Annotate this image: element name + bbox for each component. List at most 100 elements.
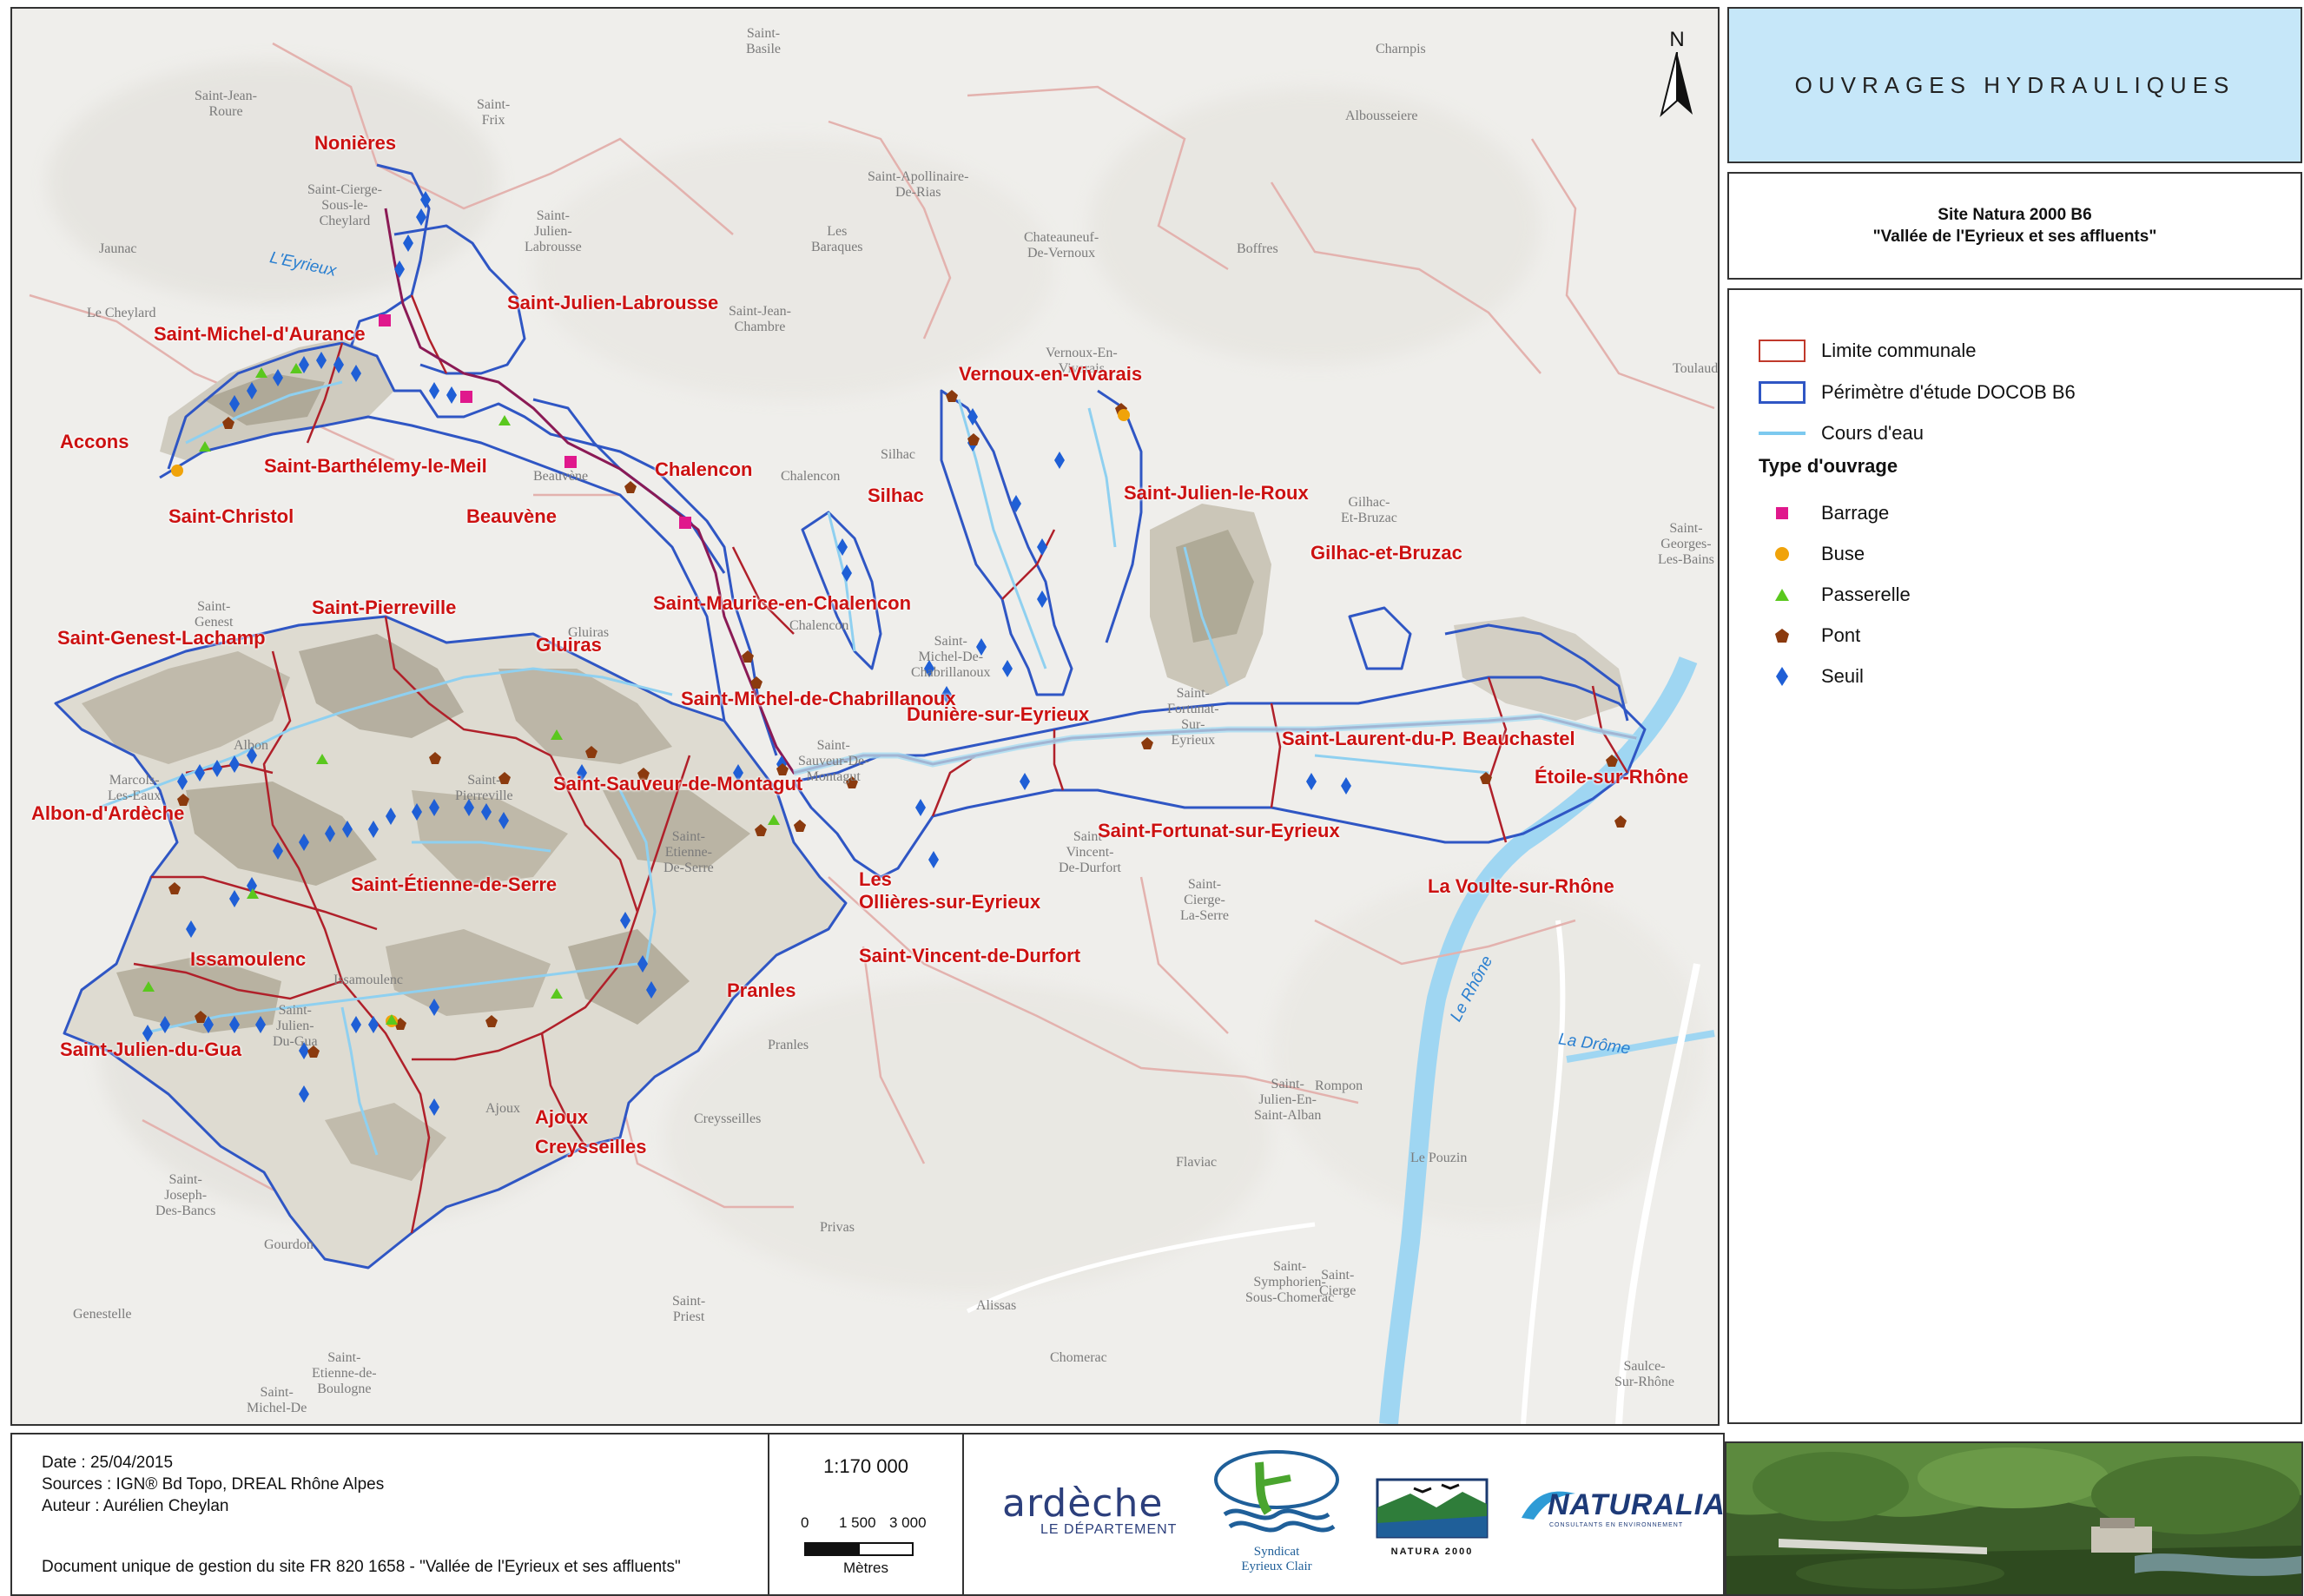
place-label: Saint-Genest bbox=[195, 599, 234, 630]
place-label: Marcols-Les-Eaux bbox=[108, 773, 162, 803]
commune-label: Saint-Julien-du-Gua bbox=[60, 1039, 241, 1060]
commune-label: Pranles bbox=[727, 979, 796, 1001]
syndicat-emblem-icon bbox=[1214, 1450, 1339, 1533]
legend-label: Barrage bbox=[1821, 502, 1890, 524]
pentagon-icon bbox=[1775, 629, 1789, 643]
legend-item-watercourse: Cours d'eau bbox=[1757, 416, 1924, 451]
place-label: Saint-Cierge-La-Serre bbox=[1180, 877, 1229, 923]
perimeter-relief bbox=[56, 339, 1627, 1268]
commune-label: Vernoux-en-Vivarais bbox=[959, 363, 1143, 385]
valley-photo bbox=[1725, 1441, 2303, 1596]
place-label: Saint-Julien-En-Saint-Alban bbox=[1254, 1077, 1322, 1123]
place-label: Gourdon bbox=[264, 1237, 314, 1252]
legend-label: Buse bbox=[1821, 543, 1865, 564]
scale-ratio: 1:170 000 bbox=[823, 1455, 908, 1477]
legend-subtitle: Type d'ouvrage bbox=[1759, 455, 1898, 477]
legend-label: Passerelle bbox=[1821, 584, 1911, 605]
commune-label: Dunière-sur-Eyrieux bbox=[907, 703, 1090, 725]
eyrieux-main bbox=[793, 713, 1637, 776]
legend-item-seuil: Seuil bbox=[1757, 659, 1864, 694]
place-label: Saint-Etienne-De-Serre bbox=[663, 829, 714, 875]
place-label: Creysseilles bbox=[694, 1111, 762, 1126]
north-arrow-letter: N bbox=[1669, 28, 1685, 51]
place-label: Saint-Pierreville bbox=[455, 773, 513, 803]
metadata-box: Date : 25/04/2015 Sources : IGN® Bd Topo… bbox=[10, 1433, 769, 1596]
commune-label: Saint-Vincent-de-Durfort bbox=[859, 945, 1081, 966]
commune-label: Issamoulenc bbox=[190, 948, 307, 970]
commune-limits bbox=[133, 294, 1629, 1234]
map-title: OUVRAGES HYDRAULIQUES bbox=[1794, 71, 2235, 98]
commune-label: Silhac bbox=[868, 485, 924, 506]
map-frame[interactable]: Saint-Basile Saint-Jean-Roure Saint-Frix… bbox=[10, 7, 1720, 1426]
drome-river bbox=[1566, 1030, 1715, 1063]
place-label: Chalencon bbox=[781, 469, 841, 484]
logo-naturalia: NATURALIA CONSULTANTS EN ENVIRONNEMENT bbox=[1522, 1488, 1726, 1528]
commune-limit-swatch bbox=[1759, 340, 1806, 362]
natura-2000-emblem-icon bbox=[1376, 1478, 1489, 1539]
commune-label: Accons bbox=[60, 431, 129, 452]
logo-natura-2000: NATURA 2000 bbox=[1376, 1478, 1489, 1557]
commune-label: Albon-d'Ardèche bbox=[31, 802, 185, 824]
place-label: Jaunac bbox=[99, 241, 137, 256]
place-label: Chomerac bbox=[1050, 1350, 1107, 1365]
place-label: Issamoulenc bbox=[333, 973, 403, 987]
logo-natura-text: NATURA 2000 bbox=[1390, 1547, 1474, 1557]
legend-item-docob-perimeter: Périmètre d'étude DOCOB B6 bbox=[1757, 375, 2076, 410]
commune-label: Saint-Julien-le-Roux bbox=[1124, 482, 1309, 504]
logos-box: ardèche LE DÉPARTEMENT Syndicat Eyrieux … bbox=[962, 1433, 1725, 1596]
place-label: Saint-Cierge bbox=[1319, 1268, 1357, 1298]
place-label: Charnpis bbox=[1376, 42, 1426, 56]
watercourse-swatch bbox=[1759, 432, 1806, 435]
place-label: Gluiras bbox=[568, 625, 610, 640]
place-label: Pranles bbox=[768, 1038, 809, 1052]
commune-label: Saint-Michel-de-Chabrillanoux bbox=[681, 688, 956, 709]
commune-label: Saint-Laurent-du-P. bbox=[1282, 728, 1457, 749]
place-label: Chateauneuf-De-Vernoux bbox=[1024, 230, 1099, 261]
commune-label: Ajoux bbox=[535, 1106, 589, 1128]
legend: Limite communale Périmètre d'étude DOCOB… bbox=[1727, 288, 2302, 1424]
legend-item-commune-limit: Limite communale bbox=[1757, 333, 1977, 368]
place-label: Rompon bbox=[1315, 1078, 1363, 1093]
commune-label: Les bbox=[859, 868, 892, 890]
place-label: Saint-Julien-Labrousse bbox=[525, 208, 582, 254]
commune-label: Creysseilles bbox=[535, 1136, 647, 1157]
scale-tick-0: 0 bbox=[801, 1514, 809, 1531]
logo-naturalia-word: NATURALIA bbox=[1548, 1488, 1726, 1521]
place-label: Saint-Georges-Les-Bains bbox=[1658, 521, 1714, 567]
site-subtitle: "Vallée de l'Eyrieux et ses affluents" bbox=[1872, 228, 2157, 246]
place-label: Saint-Sauveur-De-Montagut bbox=[798, 738, 869, 784]
place-label: Beauvène bbox=[533, 469, 589, 484]
legend-label: Périmètre d'étude DOCOB B6 bbox=[1821, 381, 2076, 403]
commune-label: Beauchastel bbox=[1462, 728, 1575, 749]
valley-photo-image bbox=[1726, 1443, 2301, 1594]
site-name: Site Natura 2000 B6 bbox=[1938, 206, 2092, 224]
place-label: Saint-Julien-Du-Gua bbox=[273, 1003, 318, 1049]
rhone-river bbox=[1379, 656, 1698, 1424]
place-label: Saint-Cierge-Sous-le-Cheylard bbox=[307, 182, 382, 228]
barrage-markers bbox=[379, 314, 691, 529]
place-label: Gilhac-Et-Bruzac bbox=[1341, 495, 1397, 525]
commune-label: La Voulte-sur-Rhône bbox=[1428, 875, 1614, 897]
legend-label: Pont bbox=[1821, 624, 1861, 646]
place-label: Albousseiere bbox=[1345, 109, 1418, 123]
commune-label: Beauvène bbox=[466, 505, 557, 527]
scale-tick-1: 1 500 bbox=[839, 1514, 876, 1531]
commune-label: Saint-Christol bbox=[168, 505, 294, 527]
place-label: Saulce-Sur-Rhône bbox=[1614, 1359, 1675, 1389]
commune-label: Saint-Maurice-en-Chalencon bbox=[653, 592, 912, 614]
square-icon bbox=[1776, 507, 1788, 519]
place-label: Le Cheylard bbox=[87, 306, 156, 320]
pont-markers bbox=[168, 390, 1627, 1058]
road bbox=[1615, 963, 1700, 1424]
perimeter-swatch bbox=[1759, 381, 1806, 404]
legend-item-buse: Buse bbox=[1757, 537, 1865, 571]
place-label: Genestelle bbox=[73, 1307, 132, 1322]
place-label: Toulaud bbox=[1673, 361, 1719, 376]
logo-naturalia-subtitle: CONSULTANTS EN ENVIRONNEMENT bbox=[1549, 1522, 1684, 1528]
place-label: Saint-Priest bbox=[672, 1294, 706, 1324]
map-canvas[interactable] bbox=[12, 9, 1718, 1424]
legend-label: Cours d'eau bbox=[1821, 422, 1924, 444]
place-label: Flaviac bbox=[1176, 1155, 1218, 1170]
scale-box: 1:170 000 0 1 500 3 000 Mètres bbox=[768, 1433, 964, 1596]
commune-label: Ollières-sur-Eyrieux bbox=[859, 891, 1041, 913]
